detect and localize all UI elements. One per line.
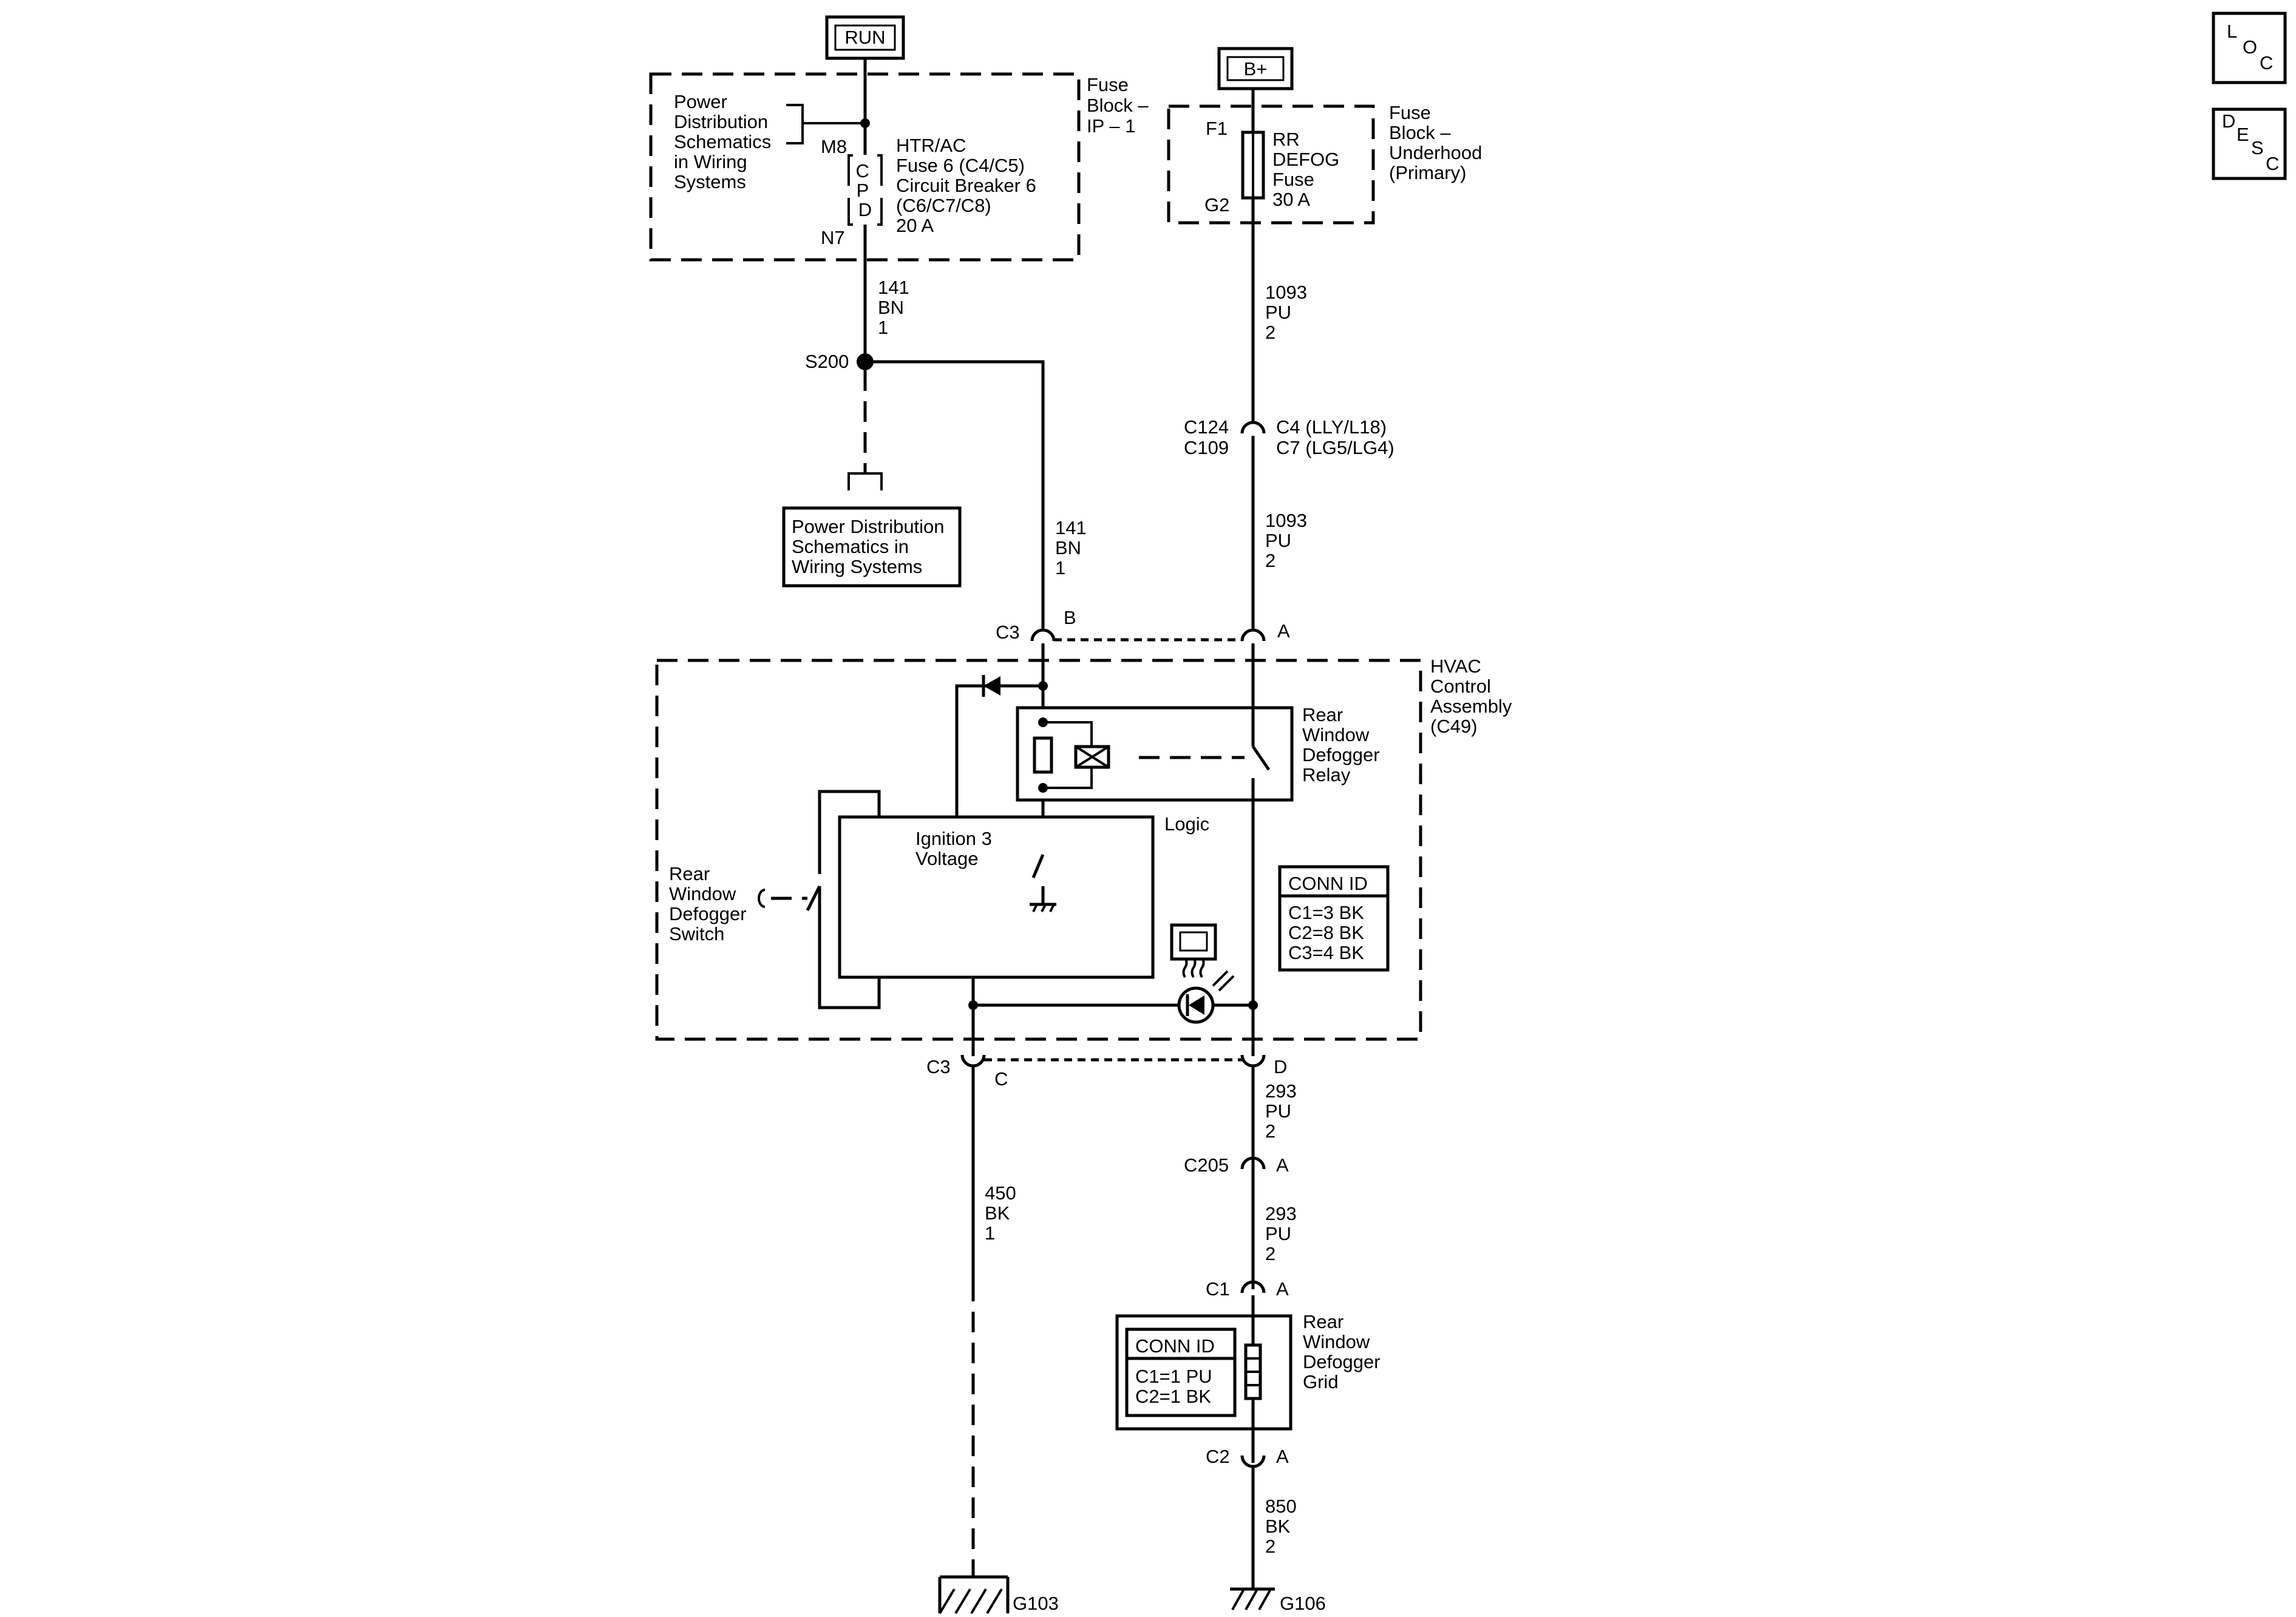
wire-850-label: 850 BK 2 <box>1265 1496 1302 1557</box>
pin-g2: G2 <box>1204 194 1229 215</box>
relay-resistor-symbol <box>1033 736 1053 774</box>
svg-text:C P D: C P D <box>855 160 874 220</box>
relay-contact-symbol <box>1251 745 1271 771</box>
wire-850: 850 BK 2 <box>1251 1466 1302 1589</box>
svg-text:CONN ID: CONN ID <box>1288 873 1368 894</box>
connector-c205: C205 <box>1184 1154 1229 1176</box>
logic-label: Logic <box>1164 813 1209 835</box>
run-source: RUN <box>825 15 905 79</box>
connector-c1-symbol <box>1240 1280 1266 1293</box>
connector-c3-bottom-label: C3 <box>926 1056 951 1077</box>
svg-text:Power Distribution Schem: Power Distribution Schematics in Wiring … <box>792 516 949 577</box>
defogger-relay-box <box>1016 706 1294 802</box>
loc-button[interactable]: L O C <box>2212 12 2287 84</box>
hvac-control-assembly: HVAC Control Assembly (C49) Rear Window … <box>655 643 1517 1056</box>
cpd-c: C <box>855 160 869 181</box>
logic-box <box>838 815 1155 979</box>
b-plus-label: B+ <box>1244 58 1268 80</box>
rear-defogger-grid: Rear Window Defogger Grid CONN ID C1=1 P… <box>1115 1295 1385 1463</box>
hvac-conn-id-table: CONN ID C1=3 BK C2=8 BK C3=4 BK <box>1278 865 1390 972</box>
pin-f1: F1 <box>1206 118 1228 139</box>
switch-label: Rear Window Defogger Switch <box>669 863 752 944</box>
wire-141: 141 BN 1 S200 141 BN 1 <box>805 277 1092 629</box>
svg-text:D E S C: D E S C <box>2222 110 2279 174</box>
svg-text:C1=1 PU C2=1 BK: C1=1 PU C2=1 BK <box>1135 1366 1217 1407</box>
power-distribution-ref-box: Power Distribution Schematics in Wiring … <box>782 506 962 588</box>
wire-141-right-label: 141 BN 1 <box>1055 517 1092 578</box>
wire-293: 293 PU 2 C205 A 293 PU 2 C1 A <box>1184 1066 1302 1300</box>
diode-symbol <box>983 676 1000 696</box>
connector-c124-symbol <box>1240 421 1266 434</box>
cpd-d: D <box>858 199 872 220</box>
cpd-p: P <box>857 180 869 201</box>
fuse-block-ip-label: Fuse Block – IP – 1 <box>1087 74 1153 137</box>
relay-label: Rear Window Defogger Relay <box>1302 704 1385 785</box>
pin-n7: N7 <box>821 227 845 248</box>
connector-c7: C7 (LG5/LG4) <box>1276 437 1394 458</box>
ground-g103-label: G103 <box>1013 1593 1059 1614</box>
fuse-block-ip: Fuse Block – IP – 1 Power Distribution S… <box>649 72 1153 362</box>
pin-a-c1: A <box>1276 1278 1289 1300</box>
defogger-switch-contact[interactable] <box>806 885 821 912</box>
connector-c3-top-label: C3 <box>996 622 1020 643</box>
ignition-voltage-label: Ignition 3 Voltage <box>915 828 997 869</box>
chassis-ground-icon <box>1032 904 1038 912</box>
svg-text:C1=3 BK C2=8 BK: C1=3 BK C2=8 BK C3=4 BK <box>1288 902 1370 963</box>
connector-c4: C4 (LLY/L18) <box>1276 416 1387 438</box>
grid-label: Rear Window Defogger Grid <box>1303 1311 1385 1392</box>
svg-text:CONN ID: CONN ID <box>1135 1335 1215 1357</box>
connector-c1: C1 <box>1206 1278 1230 1300</box>
pin-d: D <box>1274 1056 1287 1077</box>
svg-text:L O C: L O C <box>2227 21 2273 73</box>
wire-1093-mid-label: 1093 PU 2 <box>1265 510 1313 571</box>
connector-c205-symbol <box>1240 1156 1266 1170</box>
wire-293-top-label: 293 PU 2 <box>1265 1080 1302 1142</box>
wire-1093: 1093 PU 2 C124 C109 C4 (LLY/L18) C7 (LG5… <box>1184 282 1394 630</box>
htr-ac-fuse-desc: HTR/AC Fuse 6 (C4/C5) Circuit Breaker 6 … <box>896 135 1041 236</box>
pin-a-top: A <box>1277 620 1290 642</box>
connector-c124: C124 <box>1184 416 1229 438</box>
pin-m8: M8 <box>821 136 847 157</box>
pds-ref-text: Power Distribution Schematics in Wiring … <box>674 91 776 192</box>
pin-a-c205: A <box>1276 1154 1289 1176</box>
pin-c: C <box>994 1068 1008 1090</box>
fuse-block-underhood: Fuse Block – Underhood (Primary) F1 G2 R… <box>1167 102 1487 422</box>
desc-button[interactable]: D E S C <box>2212 107 2287 180</box>
indicator-led-icon <box>1177 970 1235 1024</box>
rear-defrost-icon <box>1170 923 1217 978</box>
b-plus-source: B+ <box>1217 47 1294 106</box>
wire-1093-top-label: 1093 PU 2 <box>1265 282 1313 343</box>
splice-s200-label: S200 <box>805 351 849 372</box>
wire-293-mid-label: 293 PU 2 <box>1265 1203 1302 1264</box>
ground-g103: G103 <box>938 1575 1059 1615</box>
hvac-label: HVAC Control Assembly (C49) <box>1430 656 1517 737</box>
connector-c2-label: C2 <box>1206 1446 1230 1467</box>
rr-defog-fuse-desc: RR DEFOG Fuse 30 A <box>1272 129 1345 210</box>
pin-a-c2: A <box>1276 1446 1289 1467</box>
wire-450: 450 BK 1 <box>971 1066 1021 1577</box>
ground-g106-label: G106 <box>1280 1593 1326 1614</box>
wire-141-top-label: 141 BN 1 <box>878 277 914 338</box>
wire-450-label: 450 BK 1 <box>985 1182 1021 1244</box>
connector-c3-bottom: C3 C D <box>926 1054 1287 1090</box>
connector-c2: C2 A <box>1206 1446 1289 1468</box>
ground-g106: G106 <box>1230 1587 1326 1614</box>
fuse-block-underhood-label: Fuse Block – Underhood (Primary) <box>1389 102 1487 183</box>
grid-conn-id-table: CONN ID C1=1 PU C2=1 BK <box>1125 1327 1237 1417</box>
run-label: RUN <box>844 27 885 48</box>
connector-c109: C109 <box>1184 437 1229 458</box>
connector-c3-top: C3 B A <box>996 607 1290 643</box>
pin-b: B <box>1064 607 1076 628</box>
